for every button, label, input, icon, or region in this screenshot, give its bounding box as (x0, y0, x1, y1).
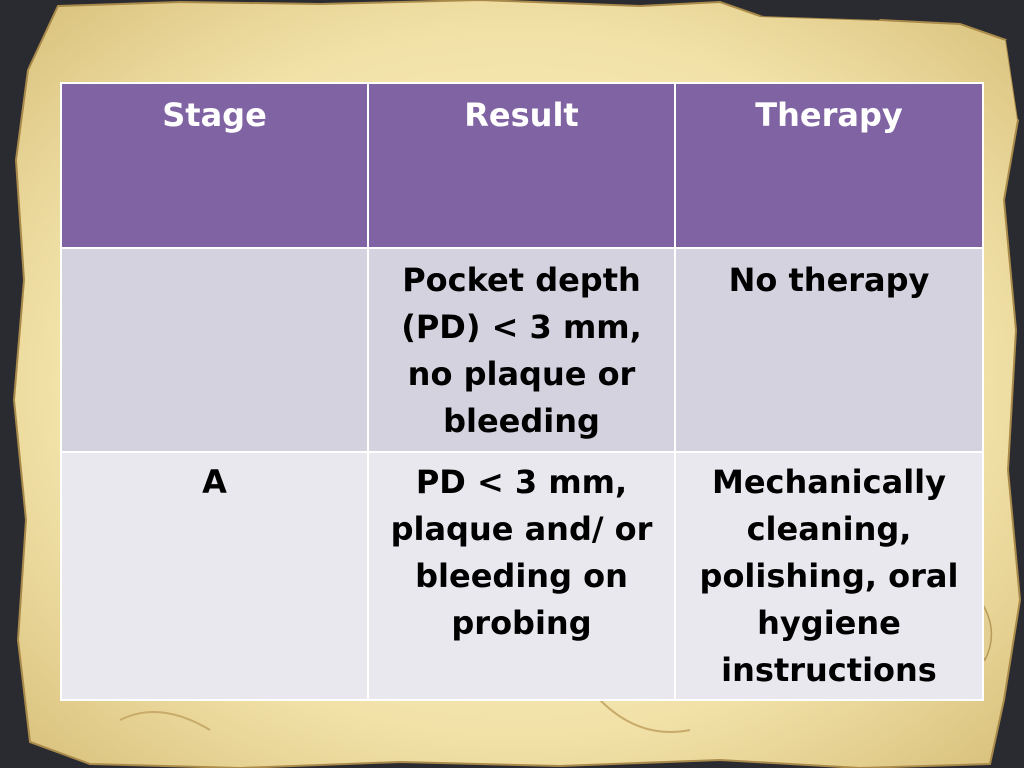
cell-result: Pocket depth (PD) < 3 mm, no plaque or b… (367, 247, 676, 453)
table-header-row: Stage Result Therapy (60, 82, 984, 249)
header-stage: Stage (60, 82, 369, 249)
header-result: Result (367, 82, 676, 249)
cell-therapy: No therapy (674, 247, 984, 453)
header-therapy: Therapy (674, 82, 984, 249)
cell-result: PD < 3 mm, plaque and/ or bleeding on pr… (367, 451, 676, 701)
table-row: Pocket depth (PD) < 3 mm, no plaque or b… (60, 247, 984, 453)
therapy-table: Stage Result Therapy Pocket depth (PD) <… (60, 82, 984, 701)
cell-stage: A (60, 451, 369, 701)
cell-therapy: Mechanically cleaning, polishing, oral h… (674, 451, 984, 701)
cell-stage (60, 247, 369, 453)
table-row: A PD < 3 mm, plaque and/ or bleeding on … (60, 451, 984, 701)
